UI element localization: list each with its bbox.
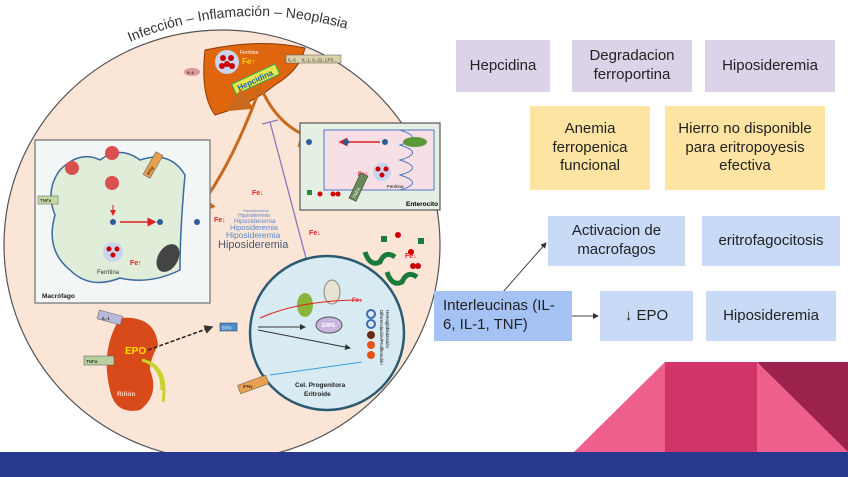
macrophage-fe-label: Fe↑	[130, 260, 142, 267]
fe-down-label: Fe↓	[405, 253, 417, 260]
svg-text:Hiposideremia: Hiposideremia	[230, 223, 279, 232]
box-interleucinas: Interleucinas (IL- 6, IL-1, TNF)	[434, 291, 572, 341]
svg-text:Hiposideremia: Hiposideremia	[234, 218, 276, 225]
liver-ferritin-label: Ferritina	[240, 50, 259, 56]
box-hiposideremia-bottom: Hiposideremia	[706, 291, 836, 341]
kidney-tnf-label: TNFa	[86, 359, 98, 364]
hemoglobinization-label: Hemoglobinización	[385, 310, 390, 349]
transferrin-receptors: Fe↓	[362, 232, 424, 286]
progenitor-ifn-label: IFNγ	[243, 384, 253, 389]
kidney-title: Riñón	[117, 391, 135, 398]
progenitor-title-line2: Eritroide	[304, 391, 331, 398]
macrophage-ifn-label: IFNγ	[146, 165, 155, 176]
erfe-label: ERFE	[322, 323, 336, 329]
box-epo-down: ↓ EPO	[600, 291, 693, 341]
enterocyte-title: Enterocito	[406, 201, 438, 208]
progenitor-fe-label: Fe↓	[352, 298, 362, 304]
liver-il6-receptor: IL-6	[288, 58, 296, 63]
macrophage-tnf-label: TNFa	[40, 198, 52, 203]
svg-text:Hiposideremia: Hiposideremia	[218, 239, 289, 251]
il6-molecule: IL-6	[187, 70, 195, 75]
liver-cytokines-label: IL-1, IL-22, LPS...	[302, 58, 337, 63]
hepcidin-arrow-liver	[226, 88, 259, 112]
box-hierro-no-disponible: Hierro no disponible para eritropoyesis …	[665, 106, 825, 190]
box-eritrofagocitosis: eritrofagocitosis	[702, 216, 840, 266]
arrow-to-activacion	[502, 242, 547, 293]
box-hepcidina: Hepcidina	[456, 40, 550, 92]
progenitor-title: Cel. Progenitora	[295, 382, 346, 389]
kidney: EPO Riñón IL-1 TNFa	[83, 309, 214, 411]
kidney-il1-label: IL-1	[102, 316, 110, 321]
fe-down-label: Fe↓	[252, 190, 264, 197]
macrophage-title: Macrófago	[42, 293, 75, 300]
box-degradacion-ferroportina: Degradacion ferroportina	[572, 40, 692, 92]
footer-bar	[0, 452, 848, 477]
svg-text:Hiposideremia: Hiposideremia	[243, 208, 269, 213]
hiposideremia-word-stack: Hiposideremia Hiposideremia Hiposideremi…	[218, 208, 289, 251]
liver-fe-label: Fe↑	[242, 57, 255, 66]
box-activacion-macrofagos: Activacion de macrofagos	[548, 216, 685, 266]
box-hiposideremia-top: Hiposideremia	[705, 40, 835, 92]
svg-text:Hiposideremia: Hiposideremia	[226, 230, 281, 240]
enterocyte-ferritin-label: Ferritina	[387, 184, 404, 189]
box-anemia-ferropenica: Anemia ferropenica funcional	[530, 106, 650, 190]
erythroid-progenitor-cell: EPO ERFE Fe↓ Diferenciación/Proliferació…	[219, 254, 406, 412]
kidney-epo-label: EPO	[125, 346, 146, 357]
differentiation-label: Diferenciación/Proliferación	[379, 310, 384, 365]
fe-down-label: Fe↓	[309, 230, 321, 237]
macrophage-ferritin-label: Ferritina	[97, 270, 120, 276]
macrophage-box: Ferritina Fe↑ TNFa IFNγ Macrófago	[34, 139, 211, 304]
svg-text:Hiposideremia: Hiposideremia	[238, 213, 270, 219]
fe-down-label: Fe↓	[214, 217, 226, 224]
progenitor-epo-label: EPO	[222, 326, 232, 331]
enterocyte-box: Fe↑ Ferritina TNFa Enterocito	[299, 122, 441, 211]
enterocyte-tnf-label: TNFa	[352, 186, 361, 199]
